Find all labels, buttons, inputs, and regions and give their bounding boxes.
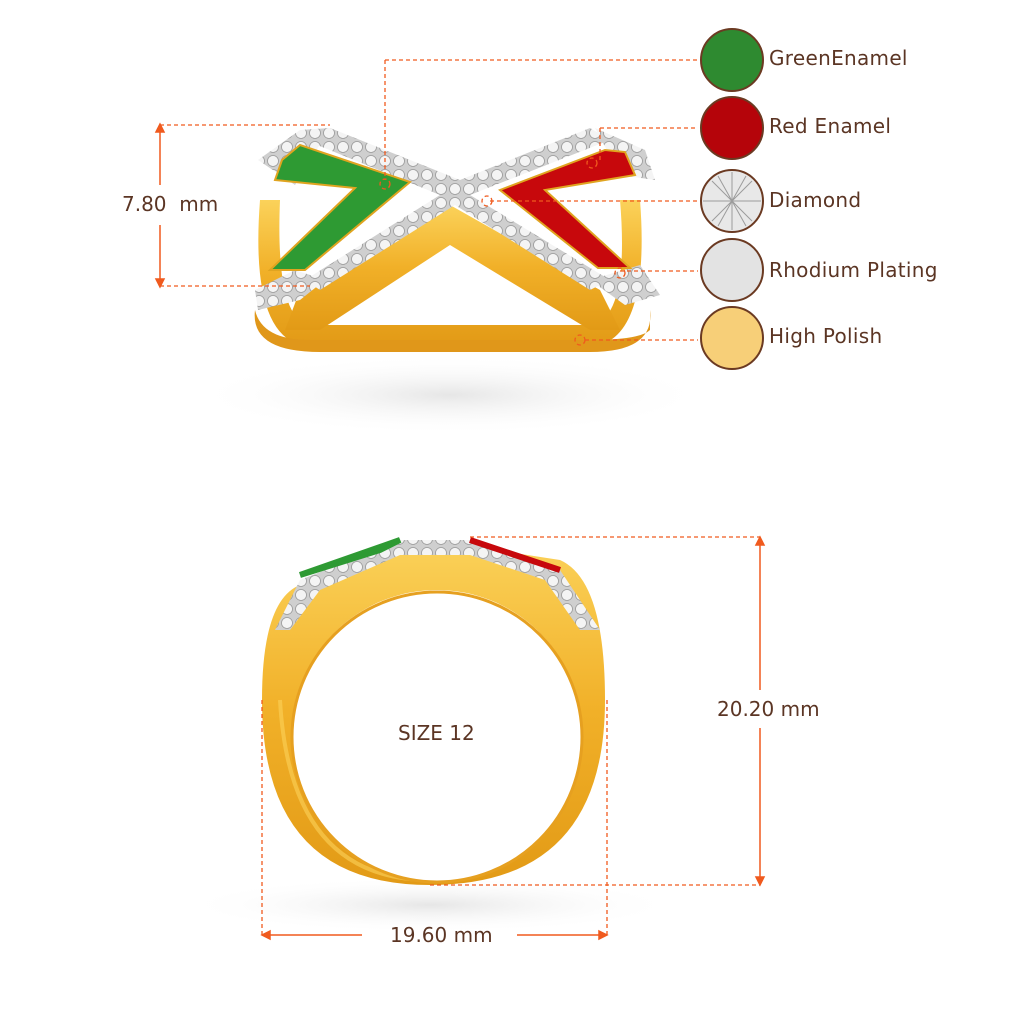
green-enamel-arm	[267, 143, 413, 271]
red-enamel-swatch	[700, 96, 764, 160]
legend-label-diamond: Diamond	[769, 188, 862, 212]
dimension-ring-height: 20.20 mm	[717, 697, 820, 721]
ring-top-view	[190, 128, 710, 435]
high-polish-swatch	[700, 306, 764, 370]
red-enamel-arm	[498, 148, 637, 269]
legend-label-rhodium-plating: Rhodium Plating	[769, 258, 938, 282]
ring-size-label: SIZE 12	[398, 721, 475, 745]
rhodium-plating-swatch	[700, 238, 764, 302]
green-enamel-swatch	[700, 28, 764, 92]
legend-label-high-polish: High Polish	[769, 324, 883, 348]
ring-side-view	[180, 537, 680, 933]
legend-label-red-enamel: Red Enamel	[769, 114, 892, 138]
legend-label-green-enamel: GreenEnamel	[769, 46, 908, 70]
dimension-top-height: 7.80 mm	[122, 192, 219, 216]
legend-swatches	[700, 28, 764, 370]
callout-lines	[160, 59, 760, 935]
diamond-icon	[703, 172, 761, 230]
dimension-arrows	[154, 122, 766, 941]
dimension-ring-width: 19.60 mm	[390, 923, 493, 947]
